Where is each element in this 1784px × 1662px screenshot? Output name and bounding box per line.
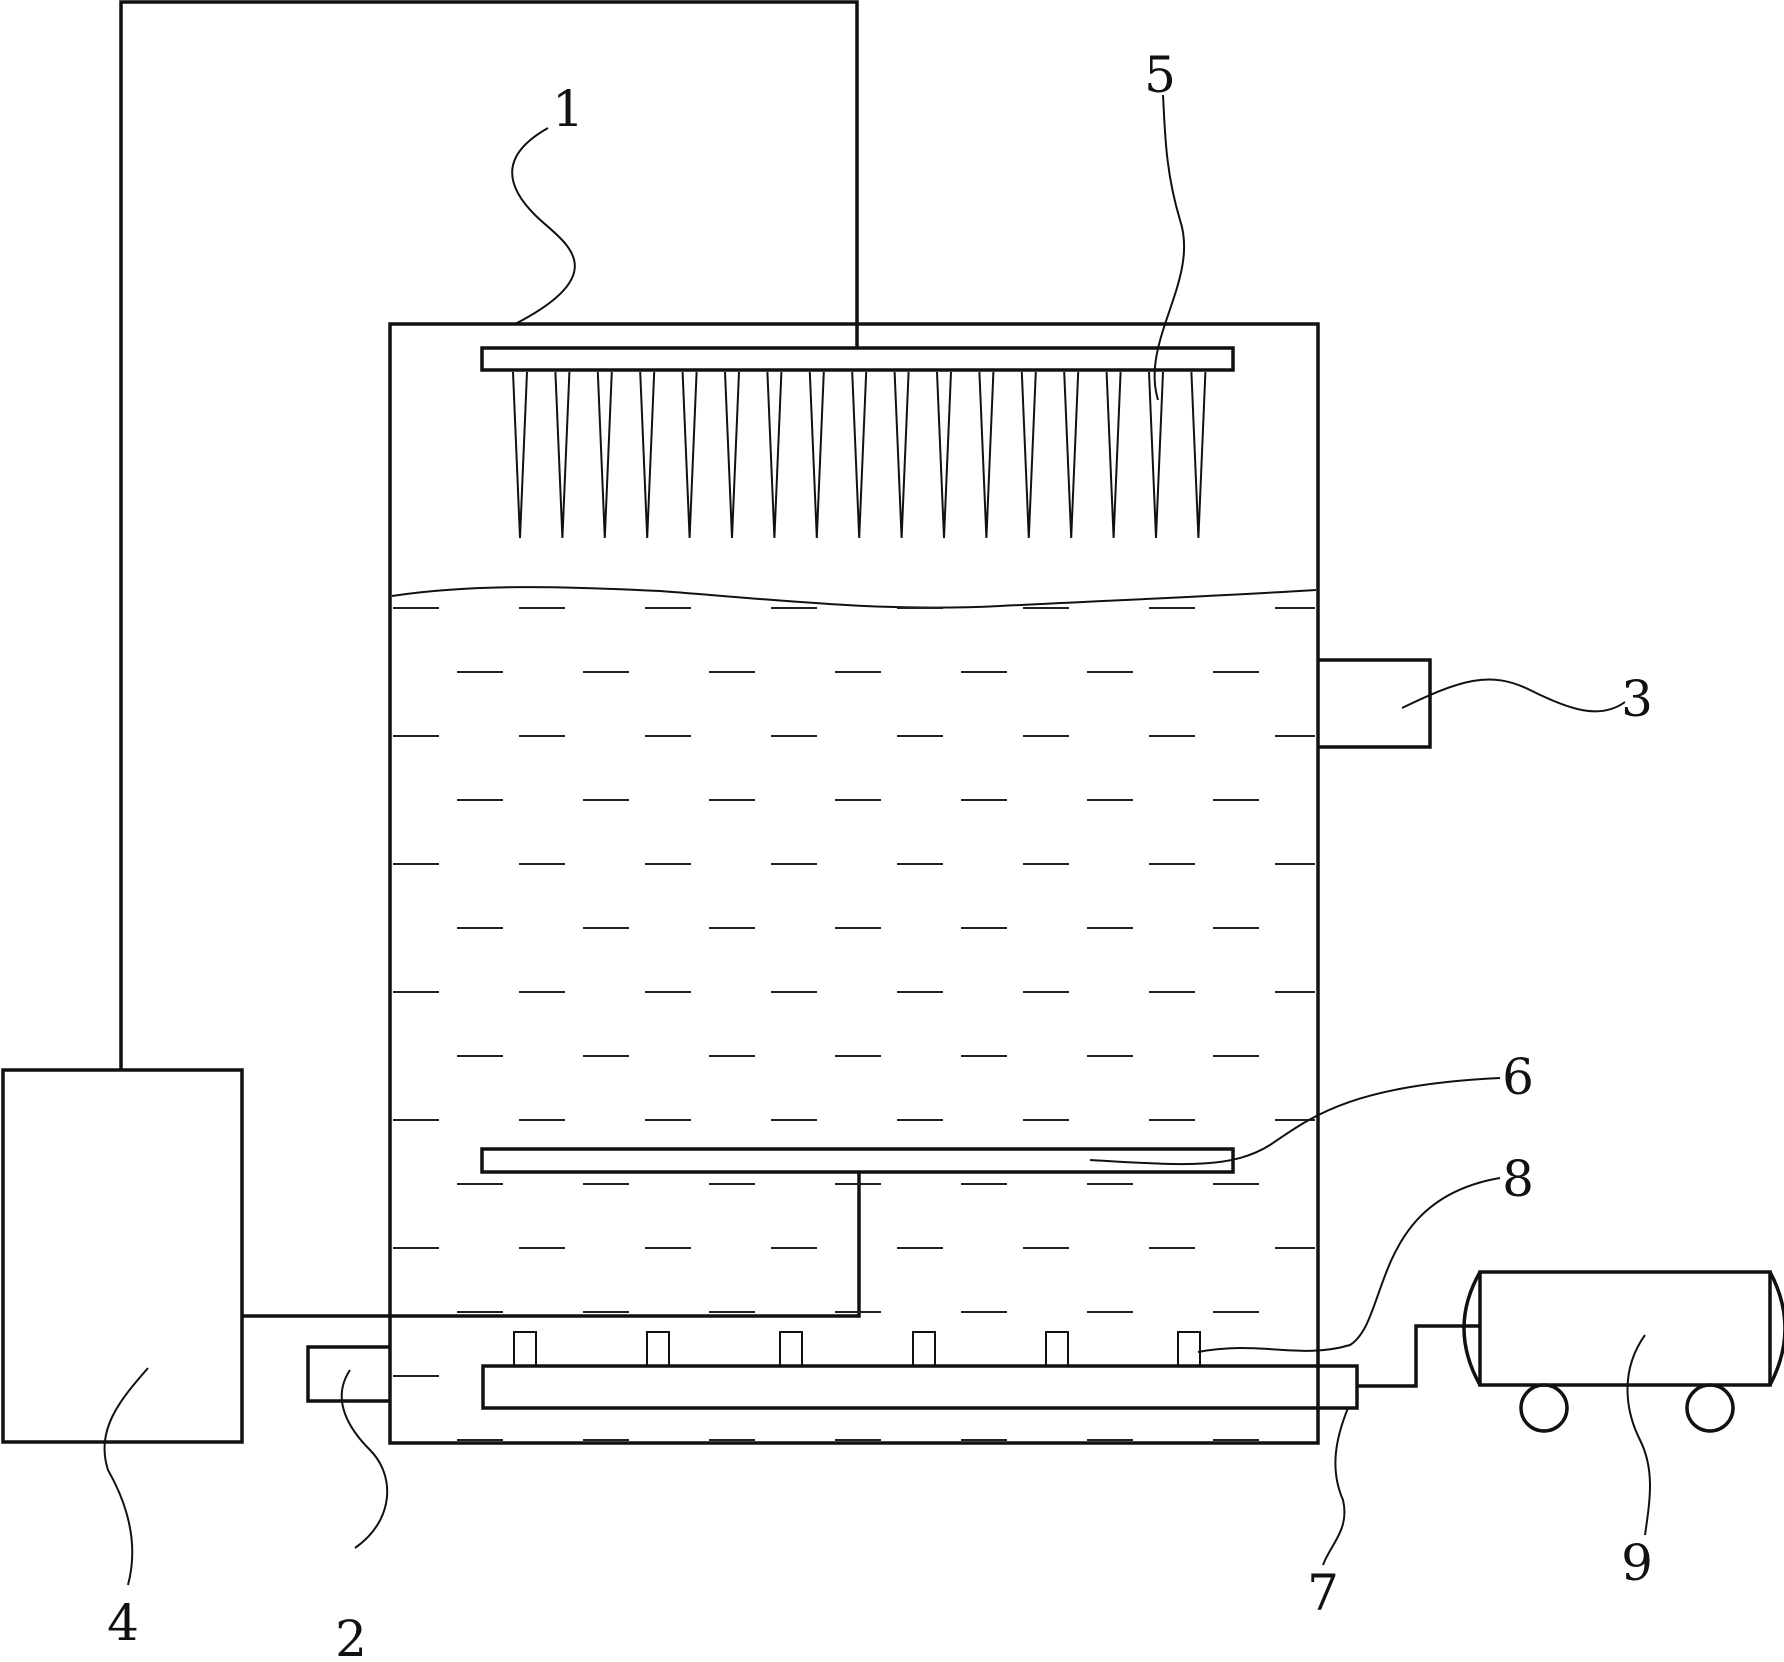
leader-1 xyxy=(511,127,576,325)
nozzle xyxy=(851,371,868,539)
diffusers-8 xyxy=(513,1331,1201,1367)
nozzle xyxy=(681,371,698,539)
nozzle xyxy=(512,371,528,539)
plate-6 xyxy=(480,1147,1235,1174)
diffuser xyxy=(1177,1331,1201,1367)
leader-9 xyxy=(1626,1334,1651,1536)
leader-6 xyxy=(1089,1077,1501,1166)
water-surface xyxy=(391,586,1317,609)
label-6: 6 xyxy=(1502,1048,1534,1106)
nozzle xyxy=(639,371,656,539)
nozzle xyxy=(1148,371,1164,539)
nozzle xyxy=(724,371,740,539)
leader-4 xyxy=(103,1367,149,1586)
spray-bar xyxy=(480,346,1235,372)
label-2: 2 xyxy=(335,1610,367,1662)
label-5: 5 xyxy=(1144,46,1176,104)
nozzle xyxy=(1020,371,1037,539)
diffuser xyxy=(779,1331,803,1367)
diffuser xyxy=(1045,1331,1069,1367)
label-4: 4 xyxy=(107,1594,139,1652)
nozzle xyxy=(978,371,995,539)
tank xyxy=(388,322,1320,1445)
label-3: 3 xyxy=(1621,670,1653,728)
inlet-2 xyxy=(306,1345,390,1403)
leader-5 xyxy=(1153,94,1186,401)
leader-2 xyxy=(340,1369,389,1549)
leader-8 xyxy=(1197,1177,1501,1353)
nozzle xyxy=(808,371,825,539)
upper-feed-pipe xyxy=(119,0,859,1070)
compressor-9 xyxy=(1462,1270,1784,1433)
diffuser xyxy=(912,1331,936,1367)
label-9: 9 xyxy=(1621,1534,1653,1592)
leader-7 xyxy=(1322,1407,1349,1566)
aerator-pipe-7 xyxy=(481,1364,1359,1410)
outlet-3 xyxy=(1318,658,1432,749)
diffuser xyxy=(513,1331,537,1367)
lower-feed-pipe xyxy=(243,1173,861,1318)
box-4 xyxy=(1,1068,244,1444)
nozzle xyxy=(1190,371,1207,539)
nozzle xyxy=(936,371,952,539)
water-dashes xyxy=(393,607,1315,1441)
label-1: 1 xyxy=(552,80,584,138)
spray-nozzles xyxy=(512,371,1207,539)
nozzle xyxy=(893,371,910,539)
nozzle xyxy=(596,371,613,539)
nozzle xyxy=(554,371,571,539)
nozzle xyxy=(766,371,783,539)
nozzle xyxy=(1105,371,1122,539)
label-8: 8 xyxy=(1502,1150,1534,1208)
label-7: 7 xyxy=(1307,1564,1339,1622)
air-line xyxy=(1357,1324,1480,1388)
diffuser xyxy=(646,1331,670,1367)
leader-3 xyxy=(1401,678,1626,713)
nozzle xyxy=(1063,371,1080,539)
